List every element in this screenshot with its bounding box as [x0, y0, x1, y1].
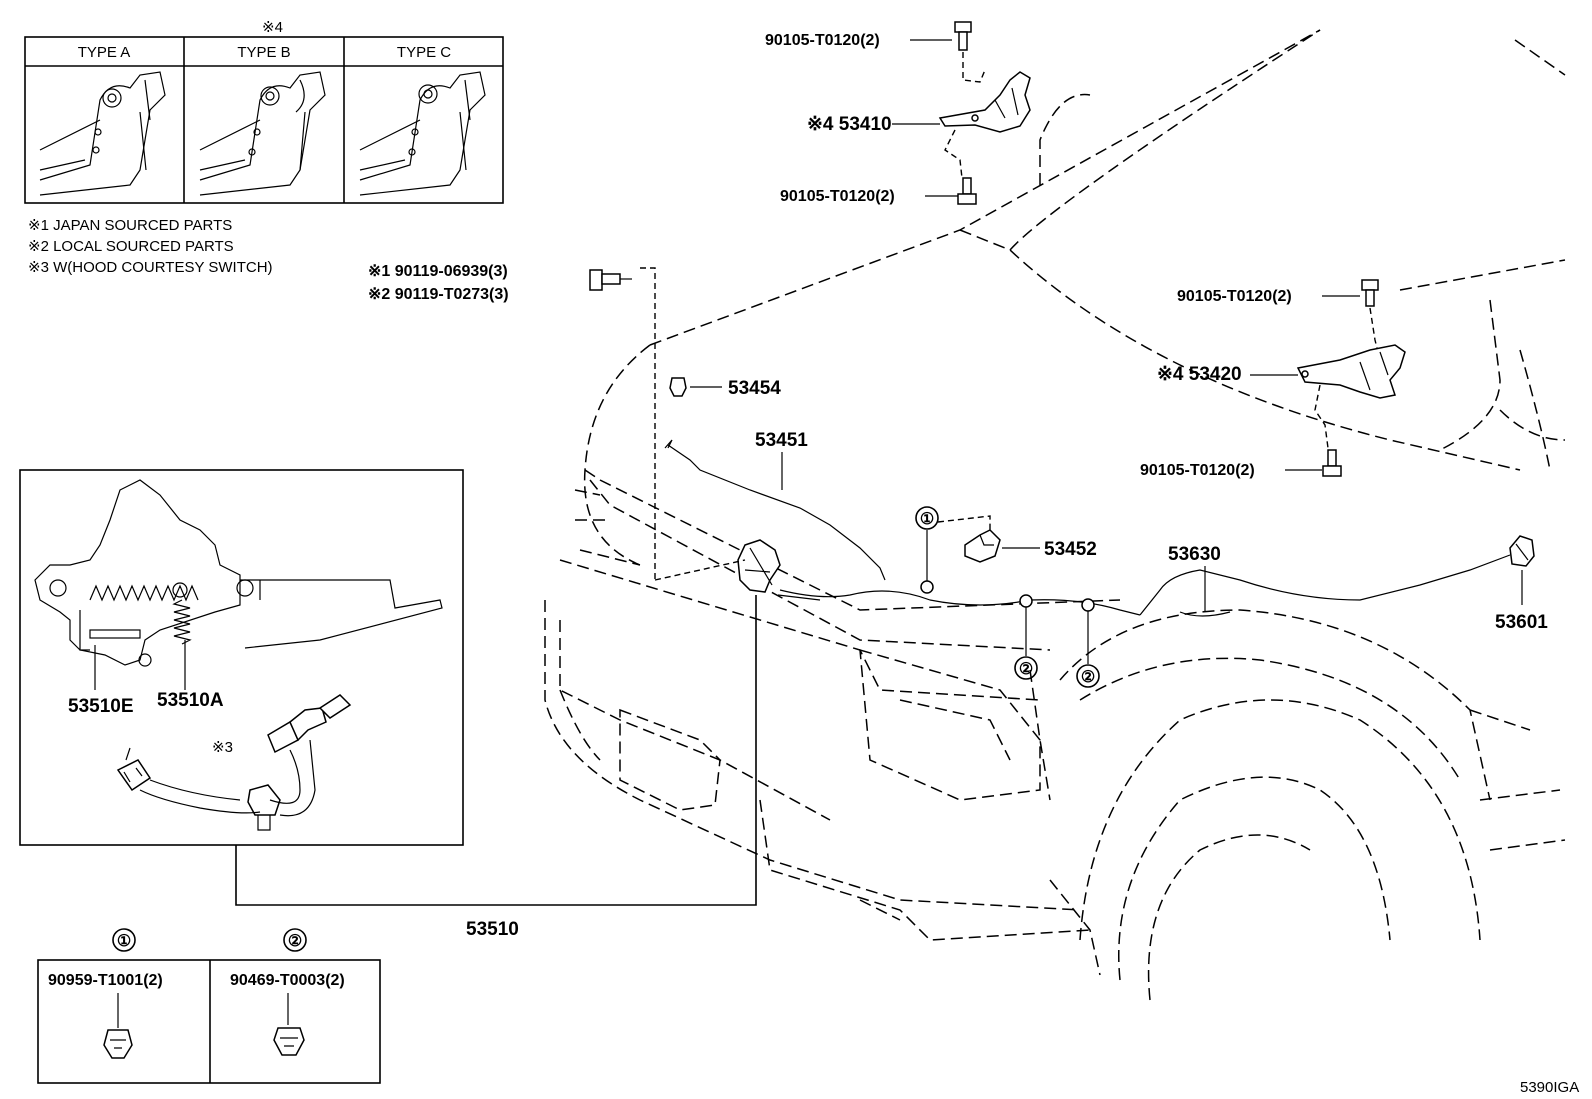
- hinge-l-bracket-icon: [938, 71, 1031, 133]
- clip-mark-2: ②: [288, 933, 302, 950]
- label-latch-bolt-japan: ※1 90119-06939(3): [368, 263, 508, 280]
- label-courtesy-switch-mark: ※3: [212, 739, 233, 756]
- hinge-r-group: 90105-T0120(2) ※4 53420 90105-T0120(2): [1140, 279, 1406, 479]
- latch-bolt-group: ※1 90119-06939(3) ※2 90119-T0273(3): [368, 263, 656, 580]
- type-c-hinge-sketch: [359, 71, 486, 196]
- hinge-r-bracket-icon: [1296, 344, 1406, 399]
- clip-2-icon: [273, 1027, 305, 1056]
- bolt-icon: [954, 21, 972, 51]
- label-latch-bolt-local: ※2 90119-T0273(3): [368, 286, 509, 303]
- clip-part-2: 90469-T0003(2): [230, 972, 345, 989]
- type-a-hinge-sketch: [39, 71, 166, 196]
- label-cable-clamp: 53452: [1044, 539, 1097, 560]
- type-b-header: TYPE B: [237, 44, 290, 61]
- label-latch-part-e: 53510E: [68, 696, 134, 717]
- clip-part-1: 90959-T1001(2): [48, 972, 163, 989]
- release-lever-group: 53601: [1495, 535, 1548, 633]
- cushion-group: 53454: [669, 377, 781, 399]
- release-cable: [667, 444, 886, 581]
- label-latch-assy: 53510: [466, 919, 519, 940]
- callout-2: ②: [1014, 594, 1038, 680]
- label-bolt-hinge-r-bottom: 90105-T0120(2): [1140, 462, 1255, 479]
- bolt-icon: [1361, 279, 1379, 307]
- notes: ※1 JAPAN SOURCED PARTS ※2 LOCAL SOURCED …: [28, 217, 273, 276]
- bolt-icon: [1322, 449, 1342, 477]
- release-lever-icon: [1509, 535, 1535, 567]
- type-a-header: TYPE A: [78, 44, 131, 61]
- flange-bolt-icon: [589, 269, 632, 291]
- type-table-note-mark: ※4: [262, 19, 283, 36]
- callout-1: ①: [915, 506, 939, 594]
- label-hinge-r: ※4 53420: [1157, 364, 1242, 385]
- courtesy-switch-icon: [116, 694, 352, 831]
- label-latch-part-a: 53510A: [157, 690, 224, 711]
- clamp-group: 53452: [937, 515, 1097, 563]
- clip-table: ① ② 90959-T1001(2) 90469-T0003(2): [37, 928, 381, 1084]
- lever-cable-group: 53630: [1139, 544, 1511, 617]
- vehicle-outline: [544, 29, 1566, 1001]
- callout-1-label: ①: [920, 511, 934, 528]
- label-lever-cable: 53630: [1168, 544, 1221, 565]
- clamp-icon: [964, 529, 1001, 563]
- label-bolt-hinge-r-top: 90105-T0120(2): [1177, 288, 1292, 305]
- type-c-header: TYPE C: [397, 44, 451, 61]
- type-table: ※4 TYPE A TYPE B TYPE C: [24, 19, 504, 204]
- lever-cable: [1139, 554, 1511, 616]
- latch-assy-leader: 53510: [235, 559, 757, 940]
- latch-installed: [737, 539, 1141, 616]
- note-courtesy-switch: ※3 W(HOOD COURTESY SWITCH): [28, 259, 273, 276]
- label-bolt-hinge-l-bottom: 90105-T0120(2): [780, 188, 895, 205]
- label-cushion: 53454: [728, 378, 781, 399]
- clip-mark-1: ①: [117, 933, 131, 950]
- latch-detail-box: 53510E 53510A ※3: [19, 469, 464, 846]
- release-cable-group: 53451: [664, 430, 886, 581]
- clip-1-icon: [103, 1029, 133, 1059]
- label-bolt-hinge-l-top: 90105-T0120(2): [765, 32, 880, 49]
- type-b-hinge-sketch: [199, 71, 326, 196]
- callout-2b-label: ②: [1081, 669, 1095, 686]
- callout-2b: ②: [1076, 598, 1100, 688]
- hinge-l-group: 90105-T0120(2) ※4 53410 90105-T0120(2): [765, 21, 1031, 205]
- note-japan-sourced: ※1 JAPAN SOURCED PARTS: [28, 217, 232, 234]
- note-local-sourced: ※2 LOCAL SOURCED PARTS: [28, 238, 234, 255]
- bolt-icon: [957, 177, 977, 205]
- diagram-code: 5390IGA: [1520, 1079, 1579, 1096]
- label-hinge-l: ※4 53410: [807, 114, 892, 135]
- cushion-icon: [669, 377, 687, 397]
- label-release-lever: 53601: [1495, 612, 1548, 633]
- label-release-cable: 53451: [755, 430, 808, 451]
- callout-2-label: ②: [1019, 661, 1033, 678]
